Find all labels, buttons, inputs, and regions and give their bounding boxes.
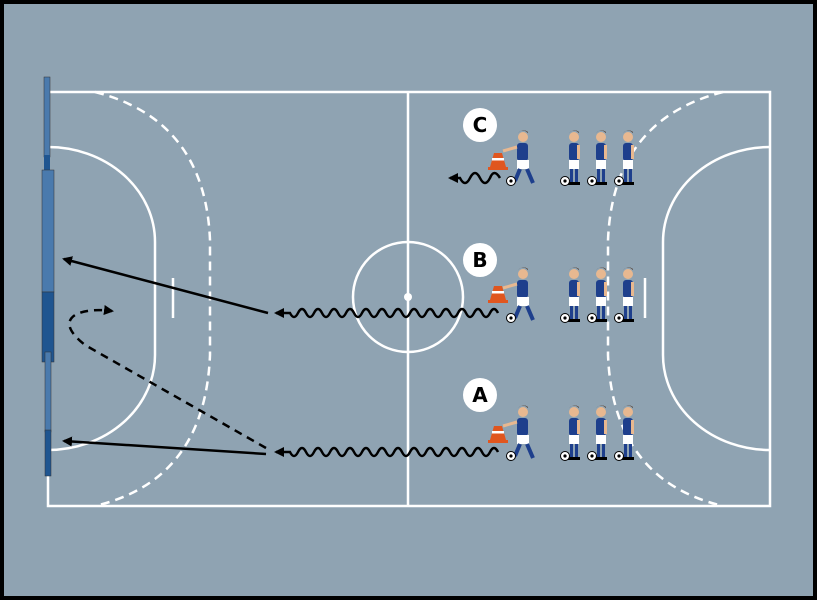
left-goal-area: [47, 145, 157, 452]
movement-arrows: [62, 171, 502, 458]
center-spot: [404, 293, 412, 301]
center-circle: [351, 240, 465, 354]
shot-arrow-a: [62, 436, 267, 456]
group-label-a: A: [463, 378, 497, 412]
label-a-text: A: [472, 383, 488, 407]
run-arrow-a: [68, 305, 267, 450]
dribble-arrow-c: [448, 171, 502, 185]
label-b-text: B: [472, 248, 487, 272]
dribble-arrow-b: [274, 307, 500, 319]
goal: [41, 76, 55, 477]
group-label-b: B: [463, 243, 497, 277]
dribble-arrow-a: [274, 446, 500, 458]
shot-arrow-b: [62, 256, 269, 315]
label-c-text: C: [473, 113, 488, 137]
right-free-throw-line: [606, 90, 724, 508]
group-label-c: C: [463, 108, 497, 142]
right-goal-area: [661, 145, 771, 452]
